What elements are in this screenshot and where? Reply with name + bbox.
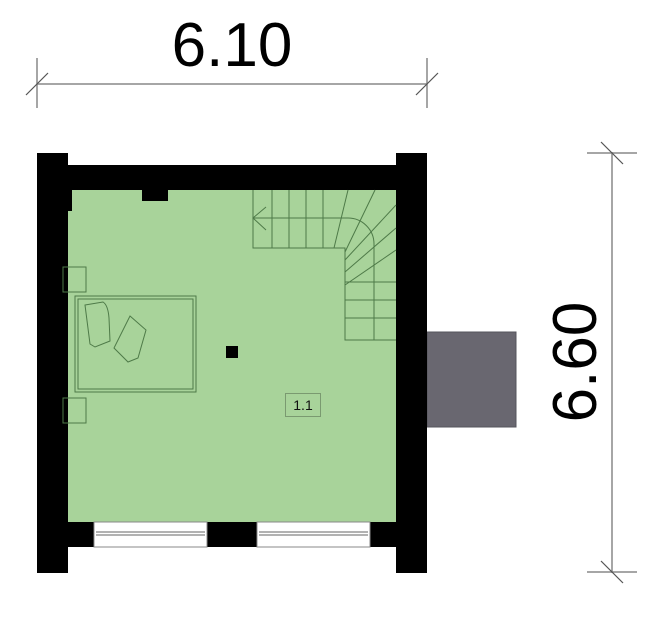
- terrace-slab: [426, 331, 517, 428]
- height-dimension-label: 6.60: [541, 302, 610, 423]
- pillow-right: [113, 315, 147, 363]
- room-number-label: 1.1: [285, 393, 321, 417]
- bed: [74, 295, 197, 393]
- nightstands: [62, 266, 87, 424]
- walls: [37, 153, 427, 573]
- width-dimension: [25, 58, 439, 108]
- width-dimension-label: 6.10: [172, 11, 293, 80]
- height-dimension: [587, 141, 637, 584]
- staircase: [252, 189, 397, 341]
- pillow-left: [84, 301, 111, 348]
- windows: [93, 521, 371, 548]
